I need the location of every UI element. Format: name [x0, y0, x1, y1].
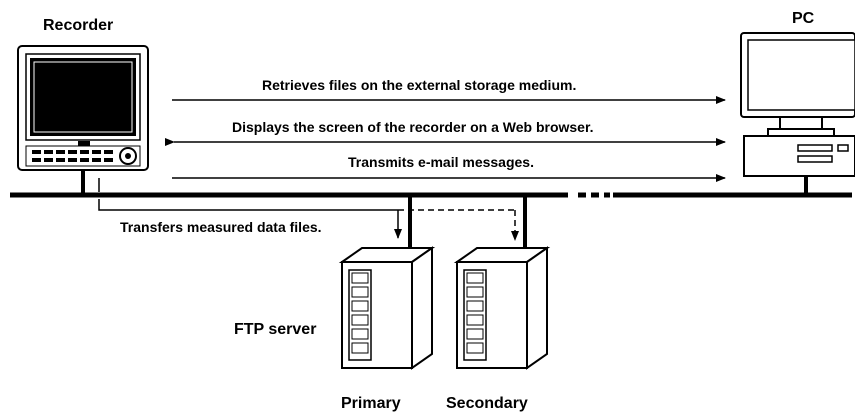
message-transfer-data: Transfers measured data files. [120, 219, 322, 235]
ftp-server-label: FTP server [234, 321, 316, 338]
transfer-path [98, 178, 519, 241]
message-transmit-email: Transmits e-mail messages. [348, 154, 534, 170]
pc-icon [740, 32, 855, 177]
recorder-icon [17, 45, 149, 171]
pc-label: PC [792, 10, 815, 27]
recorder-label: Recorder [43, 17, 113, 34]
secondary-server-icon [453, 246, 551, 370]
message-display-screen: Displays the screen of the recorder on a… [232, 119, 594, 135]
message-retrieve-files: Retrieves files on the external storage … [262, 77, 576, 93]
primary-label: Primary [341, 395, 401, 412]
primary-server-icon [338, 246, 436, 370]
secondary-label: Secondary [446, 395, 528, 412]
